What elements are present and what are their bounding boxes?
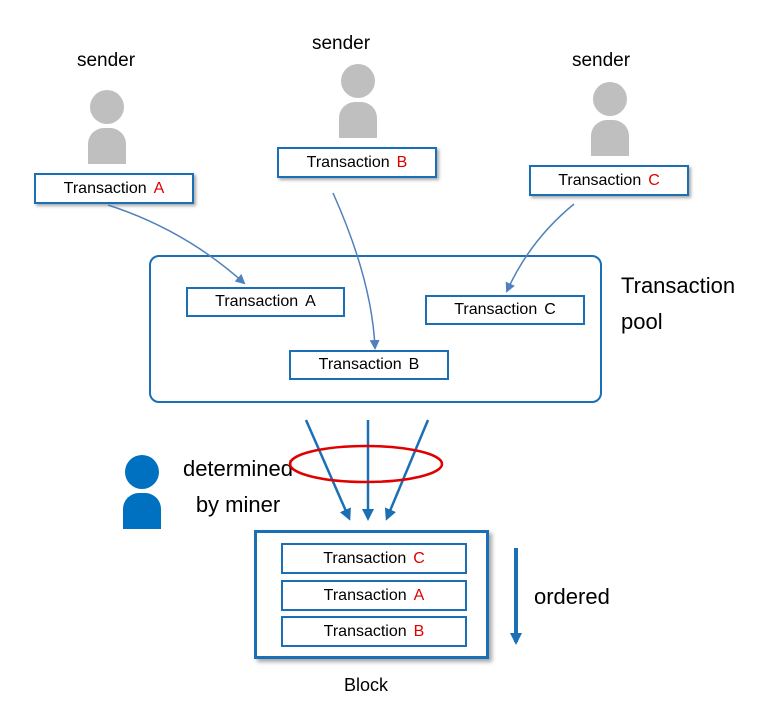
arrow-pool-to-block-left <box>304 419 351 521</box>
transaction-pool-box <box>149 255 602 403</box>
tx-letter: A <box>153 179 165 197</box>
tx-letter: C <box>648 171 660 189</box>
pool-transaction-a: Transaction A <box>186 287 345 317</box>
tx-word: Transaction <box>454 301 538 318</box>
miner-label: determined by miner <box>176 451 300 523</box>
tx-letter: C <box>413 549 425 567</box>
block-label: Block <box>343 675 388 695</box>
pool-label-line2: pool <box>621 309 663 334</box>
sender-label-c: sender <box>571 50 631 71</box>
pool-label: Transaction pool <box>621 268 735 340</box>
tx-letter: C <box>544 301 556 318</box>
sender-person-icon <box>88 90 126 164</box>
miner-label-line2: by miner <box>195 492 281 517</box>
ordered-label: ordered <box>534 584 610 609</box>
tx-letter: A <box>413 586 425 604</box>
tx-word: Transaction <box>323 586 407 604</box>
arrow-pool-to-block-right <box>384 419 430 521</box>
tx-word: Transaction <box>323 549 407 567</box>
tx-word: Transaction <box>318 356 402 373</box>
tx-word: Transaction <box>215 293 299 310</box>
sender-label-b: sender <box>311 33 371 54</box>
tx-letter: A <box>305 293 316 310</box>
pool-transaction-b: Transaction B <box>289 350 449 380</box>
pool-transaction-c: Transaction C <box>425 295 585 325</box>
tx-word: Transaction <box>63 179 147 197</box>
miner-person-icon <box>123 455 161 529</box>
tx-word: Transaction <box>558 171 642 189</box>
tx-letter: B <box>413 622 425 640</box>
selection-ellipse <box>288 444 444 484</box>
pool-label-line1: Transaction <box>621 273 736 298</box>
block-transaction-a: Transaction A <box>281 580 467 611</box>
sender-transaction-c: Transaction C <box>529 165 689 196</box>
sender-transaction-a: Transaction A <box>34 173 194 204</box>
miner-label-line1: determined <box>182 456 294 481</box>
sender-person-icon <box>339 64 377 138</box>
sender-person-icon <box>591 82 629 156</box>
block-transaction-c: Transaction C <box>281 543 467 574</box>
tx-letter: B <box>408 356 420 373</box>
block-transaction-b: Transaction B <box>281 616 467 647</box>
tx-word: Transaction <box>323 622 407 640</box>
sender-transaction-b: Transaction B <box>277 147 437 178</box>
tx-word: Transaction <box>306 153 390 171</box>
tx-letter: B <box>396 153 408 171</box>
sender-label-a: sender <box>76 50 136 71</box>
